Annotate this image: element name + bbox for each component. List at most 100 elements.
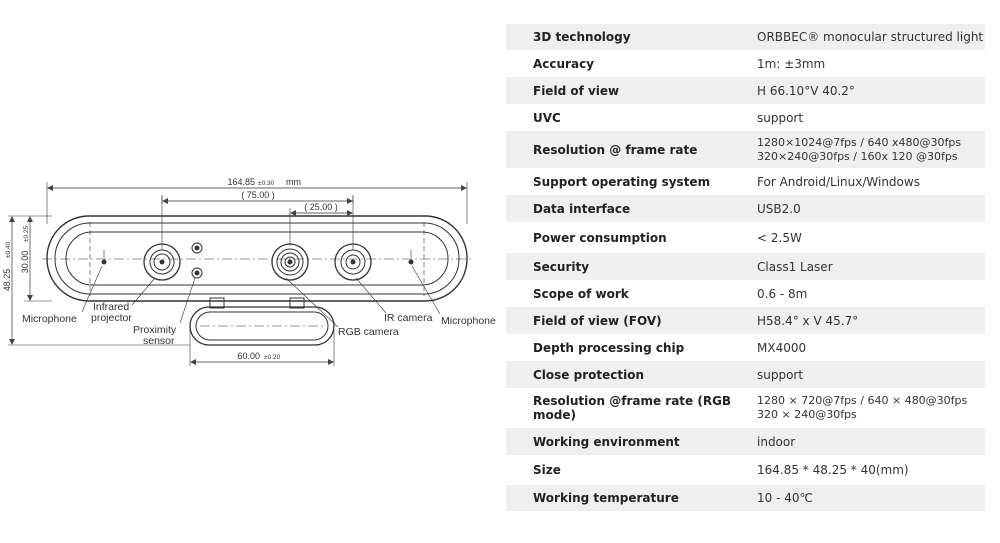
base-width-label: 60.00 ±0.20 bbox=[237, 351, 280, 361]
ir-camera-label: IR camera bbox=[384, 312, 433, 324]
body-height-label: 30.00 ±0.25 bbox=[20, 226, 30, 274]
spec-label: Support operating system bbox=[506, 168, 756, 195]
spec-value-line: MX4000 bbox=[757, 340, 807, 355]
svg-text:±0.40: ±0.40 bbox=[5, 242, 12, 259]
spec-label: Resolution @ frame rate bbox=[506, 131, 756, 168]
spec-label: Resolution @frame rate (RGB mode) bbox=[506, 388, 756, 428]
spec-label: UVC bbox=[506, 104, 756, 131]
proximity-sensor-label: Proximity bbox=[133, 324, 177, 336]
svg-text:±0.25: ±0.25 bbox=[23, 226, 30, 243]
spec-label: Depth processing chip bbox=[506, 334, 756, 361]
spec-value: MX4000 bbox=[756, 334, 985, 361]
camera-dimension-drawing: 164.85 ±0.30 mm ( 75.00 ) ( 25.00 ) 48.2… bbox=[2, 177, 496, 366]
spec-row: Resolution @frame rate (RGB mode)1280 × … bbox=[506, 388, 985, 428]
svg-text:164.85: 164.85 bbox=[227, 177, 255, 187]
spec-value-line: 0.6 - 8m bbox=[757, 286, 808, 301]
spec-label: Security bbox=[506, 253, 756, 280]
spec-value: < 2.5W bbox=[756, 222, 985, 253]
spec-value-line: 1280×1024@7fps / 640 x480@30fps bbox=[757, 135, 962, 149]
proximity-sensor-label-line2: sensor bbox=[143, 335, 175, 347]
ir-camera-lens bbox=[334, 195, 372, 281]
microphone-right bbox=[408, 250, 414, 265]
spec-value-line: H 66.10°V 40.2° bbox=[757, 83, 855, 98]
svg-text:±0.30: ±0.30 bbox=[258, 180, 275, 187]
total-height-label: 48.25 ±0.40 bbox=[2, 242, 12, 292]
spec-label: Close protection bbox=[506, 361, 756, 388]
spec-value: 1m: ±3mm bbox=[756, 50, 985, 77]
microphone-left-label: Microphone bbox=[22, 313, 77, 325]
camera-face-panel bbox=[65, 231, 449, 286]
spec-value-line: support bbox=[757, 110, 804, 125]
spacing-75-label: ( 75.00 ) bbox=[241, 190, 275, 200]
spec-value-line: < 2.5W bbox=[757, 230, 802, 245]
camera-body-inner bbox=[54, 222, 460, 295]
spec-value-line: support bbox=[757, 367, 804, 382]
spec-value-line: H58.4° x V 45.7° bbox=[757, 313, 859, 328]
camera-body-outline bbox=[46, 215, 468, 302]
spec-value: USB2.0 bbox=[756, 195, 985, 222]
spec-label: Working temperature bbox=[506, 485, 756, 511]
spec-value: ORBBEC® monocular structured light bbox=[756, 24, 985, 50]
mount-stem-left bbox=[209, 297, 225, 309]
microphone-left bbox=[101, 250, 107, 265]
spec-row: Field of view (FOV)H58.4° x V 45.7° bbox=[506, 307, 985, 334]
spec-label: Size bbox=[506, 455, 756, 485]
spec-label: Accuracy bbox=[506, 50, 756, 77]
overall-width-label: 164.85 ±0.30 mm bbox=[227, 177, 301, 187]
svg-text:48.25: 48.25 bbox=[2, 269, 12, 292]
infrared-projector-label: Infrared bbox=[93, 301, 129, 313]
spec-label: 3D technology bbox=[506, 24, 756, 50]
spec-value-line: 1280 × 720@7fps / 640 × 480@30fps bbox=[757, 394, 968, 407]
spec-value-line: 320 × 240@30fps bbox=[757, 408, 857, 421]
spec-value: indoor bbox=[756, 428, 985, 455]
spec-value-line: 320×240@30fps / 160x 120 @30fps bbox=[757, 149, 958, 163]
spec-label: Data interface bbox=[506, 195, 756, 222]
rgb-camera-lens bbox=[271, 243, 309, 281]
camera-base-outline bbox=[189, 306, 335, 346]
spec-value: Class1 Laser bbox=[756, 253, 985, 280]
spec-value-line: For Android/Linux/Windows bbox=[757, 174, 920, 189]
spacing-25-label: ( 25.00 ) bbox=[304, 202, 338, 212]
spec-value: For Android/Linux/Windows bbox=[756, 168, 985, 195]
rgb-camera-label: RGB camera bbox=[338, 326, 399, 338]
infrared-projector-label-line2: projector bbox=[91, 312, 132, 324]
spec-value: 10 - 40℃ bbox=[756, 485, 985, 511]
spec-value: 164.85 * 48.25 * 40(mm) bbox=[756, 455, 985, 485]
svg-text:±0.20: ±0.20 bbox=[264, 354, 281, 361]
spec-value: support bbox=[756, 361, 985, 388]
camera-base-inner bbox=[195, 311, 329, 341]
proximity-sensor bbox=[191, 242, 203, 279]
spec-value: H58.4° x V 45.7° bbox=[756, 307, 985, 334]
spec-value-line: indoor bbox=[757, 434, 796, 449]
spec-row: Power consumption< 2.5W bbox=[506, 222, 985, 253]
spec-label: Field of view (FOV) bbox=[506, 307, 756, 334]
mount-stem-right bbox=[289, 297, 305, 309]
spec-label: Working environment bbox=[506, 428, 756, 455]
spec-label: Field of view bbox=[506, 77, 756, 104]
spec-value-line: 164.85 * 48.25 * 40(mm) bbox=[757, 463, 909, 477]
spec-value: 0.6 - 8m bbox=[756, 280, 985, 307]
svg-text:mm: mm bbox=[286, 177, 301, 187]
microphone-right-label: Microphone bbox=[441, 315, 496, 327]
spec-label: Power consumption bbox=[506, 222, 756, 253]
spec-value-line: ORBBEC® monocular structured light bbox=[757, 30, 984, 44]
spec-value-line: Class1 Laser bbox=[757, 259, 833, 274]
svg-text:30.00: 30.00 bbox=[20, 251, 30, 274]
